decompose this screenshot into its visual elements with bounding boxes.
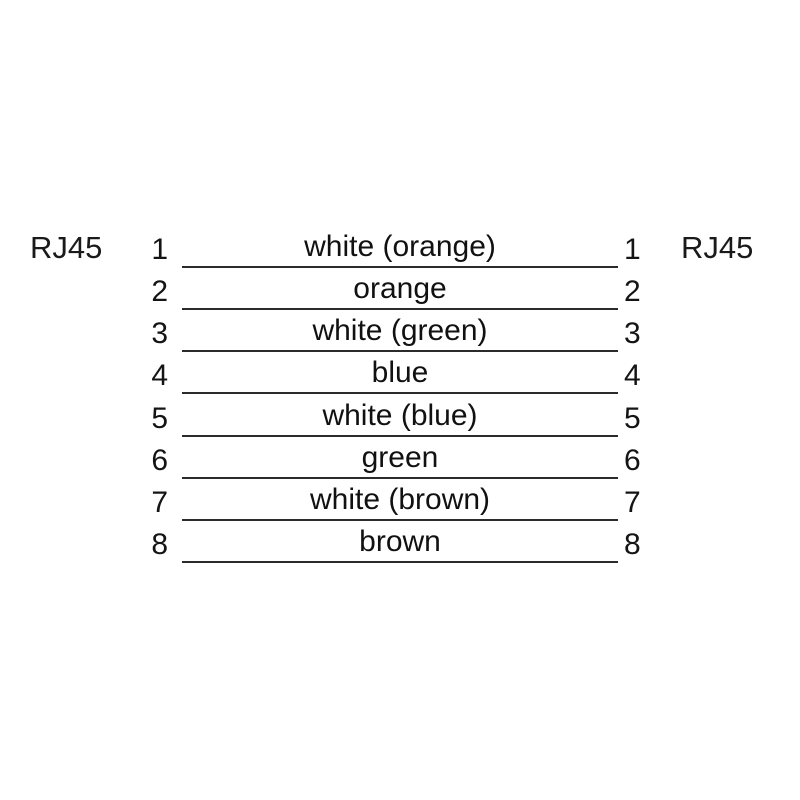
wire-line xyxy=(182,561,618,563)
pin-number-left: 7 xyxy=(151,486,168,519)
pin-number-right: 4 xyxy=(624,359,641,392)
wire-color-label: white (green) xyxy=(312,314,488,347)
wire-color-label: blue xyxy=(371,356,429,389)
pin-number-right: 6 xyxy=(624,444,641,477)
wire-color-label: white (orange) xyxy=(304,230,496,263)
wire-color-label: white (blue) xyxy=(322,399,478,432)
wire-color-label: white (brown) xyxy=(309,483,491,516)
pin-number-right: 7 xyxy=(624,486,641,519)
connector-left-label: RJ45 xyxy=(30,230,103,265)
wire-line xyxy=(182,308,618,310)
pin-number-left: 8 xyxy=(151,528,168,561)
connector-right-label: RJ45 xyxy=(681,230,754,265)
pin-number-left: 1 xyxy=(151,233,168,266)
pin-number-left: 4 xyxy=(151,359,168,392)
wire-line xyxy=(182,519,618,521)
pin-number-left: 2 xyxy=(151,275,168,308)
wire-line xyxy=(182,266,618,268)
pin-number-right: 8 xyxy=(624,528,641,561)
wire-line xyxy=(182,477,618,479)
pin-number-left: 3 xyxy=(151,317,168,350)
wire-line xyxy=(182,350,618,352)
pin-number-right: 3 xyxy=(624,317,641,350)
pin-number-right: 1 xyxy=(624,233,641,266)
wire-color-label: green xyxy=(361,441,439,474)
wire-color-label: brown xyxy=(359,525,441,558)
pin-number-left: 5 xyxy=(151,402,168,435)
pin-number-left: 6 xyxy=(151,444,168,477)
pin-number-right: 5 xyxy=(624,402,641,435)
wire-line xyxy=(182,392,618,394)
wire-line xyxy=(182,435,618,437)
wire-color-label: orange xyxy=(353,272,447,305)
pin-number-right: 2 xyxy=(624,275,641,308)
